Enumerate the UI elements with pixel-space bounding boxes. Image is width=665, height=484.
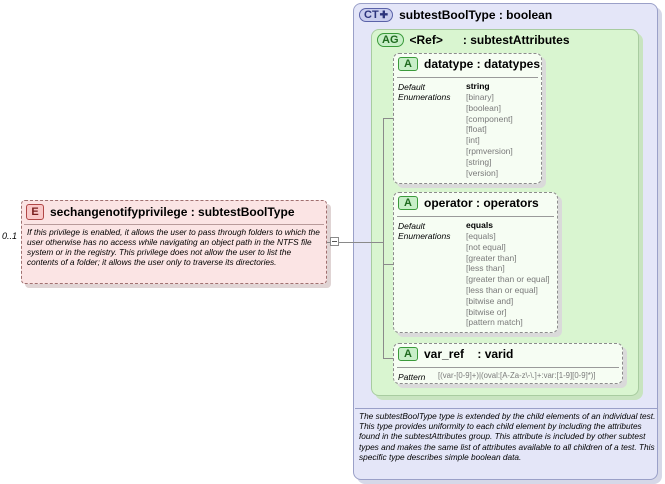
- default-value: equals: [466, 220, 493, 230]
- enum-item: [equals]: [466, 231, 496, 241]
- tree-line-vertical: [383, 118, 384, 358]
- attribute-var-ref-header: A var_ref : varid: [398, 347, 513, 361]
- element-description: If this privilege is enabled, it allows …: [27, 227, 320, 267]
- enumerations-label: Enumerations: [398, 92, 451, 102]
- attribute-separator: [397, 367, 619, 368]
- plus-icon: ✚: [379, 9, 389, 21]
- pattern-value: [(var-[0-9]+)|(oval:[A-Za-z\-\.]+:var:[1…: [438, 371, 596, 380]
- enum-item: [not equal]: [466, 241, 506, 252]
- element-box[interactable]: [21, 200, 327, 284]
- element-badge: E: [26, 204, 44, 220]
- enum-item: [greater than or equal]: [466, 274, 550, 285]
- default-label: Default: [398, 82, 425, 92]
- attribute-group-badge: AG: [377, 33, 404, 47]
- complex-type-header: CT✚ subtestBoolType : boolean: [359, 6, 552, 24]
- attribute-operator[interactable]: [393, 192, 558, 333]
- enumeration-list: [binary] [boolean] [component] [float] […: [466, 92, 513, 178]
- attribute-separator: [397, 216, 554, 217]
- tree-line-h2: [383, 264, 393, 265]
- complex-type-badge: CT✚: [359, 8, 394, 22]
- complex-type-title: subtestBoolType : boolean: [399, 8, 553, 22]
- attribute-datatype[interactable]: [393, 53, 542, 184]
- attribute-datatype-header: A datatype : datatypes: [398, 57, 540, 71]
- enum-item: [less than or equal]: [466, 284, 538, 295]
- element-title: sechangenotifyprivilege : subtestBoolTyp…: [50, 205, 295, 219]
- connector-line-2: [339, 242, 353, 243]
- enum-item: [binary]: [466, 92, 494, 102]
- enum-item: [rpmversion]: [466, 145, 513, 156]
- element-separator: [24, 224, 324, 225]
- attribute-var-ref-title: var_ref : varid: [424, 347, 514, 361]
- enum-item: [bitwise and]: [466, 295, 514, 306]
- enum-item: [boolean]: [466, 102, 501, 113]
- enum-item: [version]: [466, 167, 499, 178]
- attribute-separator: [397, 77, 538, 78]
- attribute-datatype-title: datatype : datatypes: [424, 57, 541, 71]
- enum-item: [float]: [466, 124, 487, 135]
- default-value: string: [466, 81, 490, 91]
- attribute-group-title: : subtestAttributes: [462, 33, 570, 47]
- attribute-group-ref: <Ref>: [409, 33, 443, 47]
- connector-line: [327, 242, 331, 243]
- enumerations-label: Enumerations: [398, 231, 451, 241]
- pattern-label: Pattern: [398, 372, 426, 382]
- enum-item: [pattern match]: [466, 317, 523, 328]
- tree-line-to-ct: [353, 242, 383, 243]
- attribute-badge: A: [398, 347, 418, 361]
- tree-line-h1: [383, 118, 393, 119]
- complex-type-separator: [355, 408, 657, 409]
- enum-item: [greater than]: [466, 252, 517, 263]
- enum-item: [less than]: [466, 263, 505, 274]
- attribute-operator-title: operator : operators: [424, 196, 539, 210]
- complex-type-description: The subtestBoolType type is extended by …: [359, 411, 656, 462]
- enumeration-list: [equals] [not equal] [greater than] [les…: [466, 231, 550, 328]
- attribute-badge: A: [398, 57, 418, 71]
- cardinality-label: 0..1: [2, 231, 18, 241]
- attribute-operator-header: A operator : operators: [398, 196, 539, 210]
- enum-item: [component]: [466, 113, 513, 124]
- default-label: Default: [398, 221, 425, 231]
- collapse-toggle-icon[interactable]: [330, 237, 339, 246]
- enum-item: [string]: [466, 156, 492, 167]
- attribute-badge: A: [398, 196, 418, 210]
- attribute-var-ref[interactable]: [393, 343, 623, 384]
- enum-item: [bitwise or]: [466, 306, 507, 317]
- element-header: E sechangenotifyprivilege : subtestBoolT…: [26, 203, 295, 221]
- attribute-group-header: AG <Ref> : subtestAttributes: [377, 32, 570, 48]
- enum-item: [int]: [466, 135, 480, 146]
- tree-line-h3: [383, 358, 393, 359]
